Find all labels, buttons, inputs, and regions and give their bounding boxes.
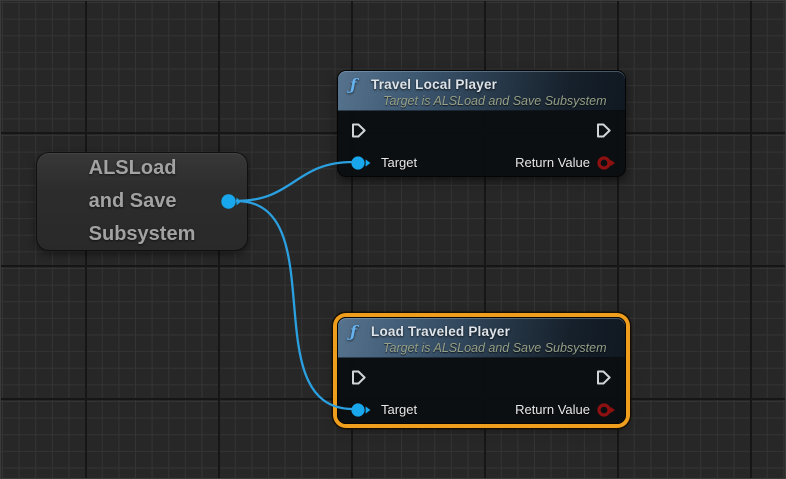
variable-node-title: ALSLoad and Save Subsystem xyxy=(37,153,247,250)
return-pin-icon xyxy=(597,156,615,170)
node-title: Travel Local Player xyxy=(371,77,498,92)
wire-to-load-traveled-player[interactable] xyxy=(235,199,354,411)
return-pin-icon xyxy=(597,403,615,417)
node-load-traveled-player[interactable]: ƒ Load Traveled Player Target is ALSLoad… xyxy=(337,317,626,424)
exec-input-pin[interactable] xyxy=(351,369,367,386)
node-travel-local-player[interactable]: ƒ Travel Local Player Target is ALSLoad … xyxy=(337,70,626,177)
target-input-pin[interactable]: Target xyxy=(351,156,417,170)
exec-output-pin[interactable] xyxy=(596,369,612,386)
return-value-output-pin[interactable]: Return Value xyxy=(515,403,616,417)
exec-pin-icon xyxy=(352,123,366,138)
node-alsload-and-save-subsystem[interactable]: ALSLoad and Save Subsystem xyxy=(36,152,248,251)
variable-title-line: Subsystem xyxy=(88,223,196,245)
object-pin-icon xyxy=(351,403,371,417)
function-icon: ƒ xyxy=(350,321,357,341)
object-output-pin[interactable] xyxy=(221,194,242,209)
pin-label-target: Target xyxy=(381,402,418,417)
wire-to-travel-local-player[interactable] xyxy=(235,160,354,203)
exec-pin-icon xyxy=(352,370,366,385)
pin-label-return-value: Return Value xyxy=(515,155,590,170)
return-value-output-pin[interactable]: Return Value xyxy=(515,156,616,170)
exec-output-pin[interactable] xyxy=(596,122,612,139)
node-header[interactable]: ƒ Load Traveled Player Target is ALSLoad… xyxy=(338,318,625,358)
variable-title-line: ALSLoad xyxy=(88,157,177,179)
node-title: Load Traveled Player xyxy=(371,324,511,339)
exec-pin-icon xyxy=(597,370,611,385)
target-input-pin[interactable]: Target xyxy=(351,403,417,417)
pin-label-return-value: Return Value xyxy=(515,402,590,417)
exec-pin-icon xyxy=(597,123,611,138)
node-header[interactable]: ƒ Travel Local Player Target is ALSLoad … xyxy=(338,71,625,111)
function-icon: ƒ xyxy=(350,74,357,94)
node-subtitle: Target is ALSLoad and Save Subsystem xyxy=(383,341,607,355)
pin-label-target: Target xyxy=(381,155,418,170)
object-pin-icon xyxy=(351,156,371,170)
object-pin-icon xyxy=(221,194,242,209)
variable-title-line: and Save xyxy=(88,190,177,212)
node-subtitle: Target is ALSLoad and Save Subsystem xyxy=(383,94,607,108)
exec-input-pin[interactable] xyxy=(351,122,367,139)
